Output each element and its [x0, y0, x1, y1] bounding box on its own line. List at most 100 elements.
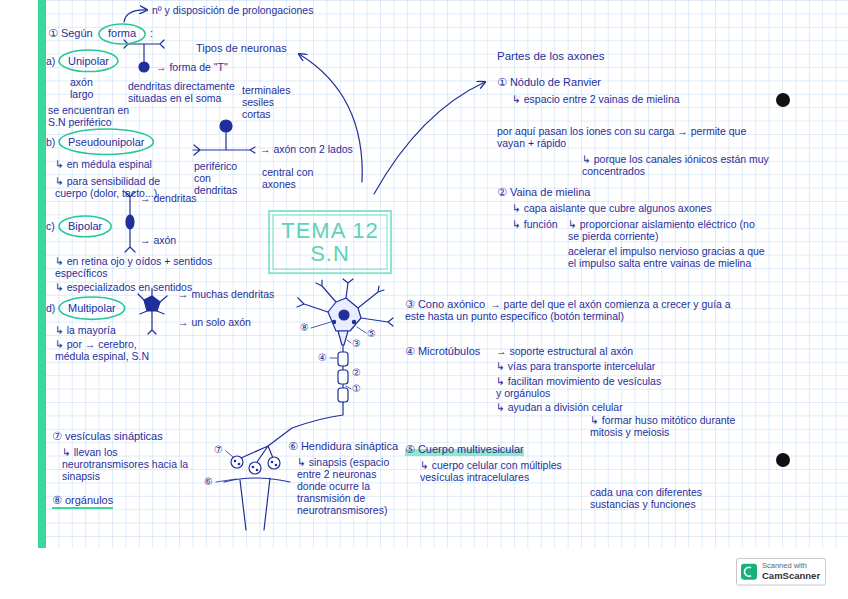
item-letter: c) [46, 220, 55, 232]
note-text: → forma de "T" [156, 61, 228, 73]
multipolar-neuron [138, 288, 167, 334]
badge-icon [741, 564, 757, 580]
margin-band [38, 0, 46, 548]
pen-arrow [299, 54, 362, 182]
item-heading: ⑧ orgánulos [52, 494, 113, 509]
group-title: Tipos de neuronas [196, 42, 287, 55]
note-text: ↳ especializados en sentidos [55, 281, 192, 293]
type-name: Unipolar [68, 55, 109, 68]
circled-type: Pseudounipolar [58, 128, 154, 156]
vesicle [256, 469, 259, 472]
leader-line [216, 479, 236, 482]
vesicle [234, 460, 237, 463]
vesicle [271, 461, 274, 464]
badge-brand: CamScanner [762, 571, 820, 582]
pen-arrow [124, 10, 147, 22]
pen-arrows [124, 10, 485, 194]
callout-number: ③ [352, 338, 361, 350]
note-text: nº y disposición de prolongaciones [152, 4, 313, 16]
item-letter: a) [46, 55, 55, 67]
leader-line [357, 327, 366, 333]
note-text: ↳ proporcionar aislamiento eléctrico (no… [568, 218, 768, 242]
note-text: → axón con 2 lados [260, 143, 353, 155]
item-heading: ⑥ Hendidura sináptica [288, 440, 398, 453]
type-name: Pseudounipolar [68, 136, 144, 149]
myelin-sheath [338, 370, 348, 384]
nucleus [339, 310, 349, 320]
neuron-soma [144, 296, 160, 311]
vesicle [238, 463, 241, 466]
note-text: ↳ cuerpo celular con múltiples vesículas… [420, 459, 590, 483]
note-text: ↳ espacio entre 2 vainas de mielina [512, 93, 697, 105]
note-text: acelerar el impulso nervioso gracias a q… [568, 245, 768, 269]
terminal-button [231, 456, 243, 468]
bipolar-neuron [125, 192, 135, 252]
postsynaptic-neuron [224, 478, 290, 530]
stamp-border [269, 211, 391, 273]
item-heading: ④ Microtúbulos [405, 345, 480, 358]
note-text: dendritas directamente situadas en el so… [128, 80, 236, 104]
badge-text: Scanned with [762, 562, 807, 571]
note-text: ↳ capa aislante que cubre algunos axones [512, 202, 712, 214]
section-heading: ① Según [48, 27, 93, 40]
circle-outline [59, 50, 118, 72]
binder-hole [776, 453, 790, 467]
item-heading: ⑤ Cuerpo multivesicular [405, 443, 524, 456]
myelin-sheath [338, 388, 348, 402]
note-text: → parte del que el axón comienza a crece… [405, 298, 735, 322]
organelle [332, 320, 335, 323]
note-text: ↳ función [512, 218, 558, 230]
note-text: → soporte estructural al axón [496, 345, 633, 357]
note-text: se encuentran en S.N periférico [48, 104, 146, 128]
term-text: forma [108, 27, 136, 40]
leader-line [347, 340, 351, 343]
circled-type: Unipolar [58, 49, 119, 73]
grid-paper [45, 0, 848, 548]
scanner-badge: Scanned withCamScanner [736, 558, 826, 586]
item-letter: b) [46, 136, 55, 148]
neuron-sketch [138, 288, 167, 334]
note-text: → dendritas [140, 192, 197, 204]
leader-line [226, 451, 233, 457]
synaptic-vesicles [234, 460, 278, 472]
binder-hole [776, 93, 790, 107]
pseudounipolar-neuron [193, 120, 255, 155]
callout-number: ⑤ [367, 328, 376, 340]
note-text: ↳ ayudan a división celular [496, 401, 623, 413]
callout-number: ② [352, 367, 361, 379]
neuron-sketch [193, 132, 255, 155]
punctuation: : [150, 27, 153, 40]
vesicle [252, 466, 255, 469]
neuron-soma [126, 215, 134, 229]
note-text: ↳ por → cerebro, médula espinal, S.N [55, 338, 167, 362]
axon-terminal [241, 402, 343, 462]
circled-type: Multipolar [58, 296, 126, 320]
note-text: central con axones [262, 166, 320, 190]
axon-hillock [338, 331, 348, 345]
note-text: ↳ llevan los neurotransmisores hacia la … [62, 446, 202, 482]
organelle [352, 320, 355, 323]
item-heading: ③ Cono axónico [405, 298, 485, 311]
note-text: → un solo axón [178, 316, 251, 328]
leader-line [330, 358, 337, 359]
note-text: ↳ vías para transporte intercelular [496, 360, 655, 372]
note-text: → axón [140, 234, 176, 246]
neuron-sketch [125, 192, 135, 252]
note-text: ↳ la mayoría [55, 324, 116, 336]
terminal-button [249, 462, 261, 474]
type-name: Multipolar [68, 302, 116, 315]
note-text: ↳ sinapsis (espacio entre 2 neuronas don… [297, 456, 397, 516]
circled-type: Bipolar [58, 215, 112, 238]
circle-outline [59, 129, 153, 155]
circled-term: forma [98, 23, 146, 45]
badge-icon-mark [744, 567, 751, 576]
callout-number: ⑧ [300, 322, 309, 334]
note-text: ↳ porque los canales iónicos están muy c… [582, 153, 777, 177]
note-text: axón largo [70, 76, 104, 100]
note-text: terminales sesiles cortas [242, 84, 298, 120]
circle-outline [59, 216, 111, 237]
callout-number: ① [352, 383, 361, 395]
